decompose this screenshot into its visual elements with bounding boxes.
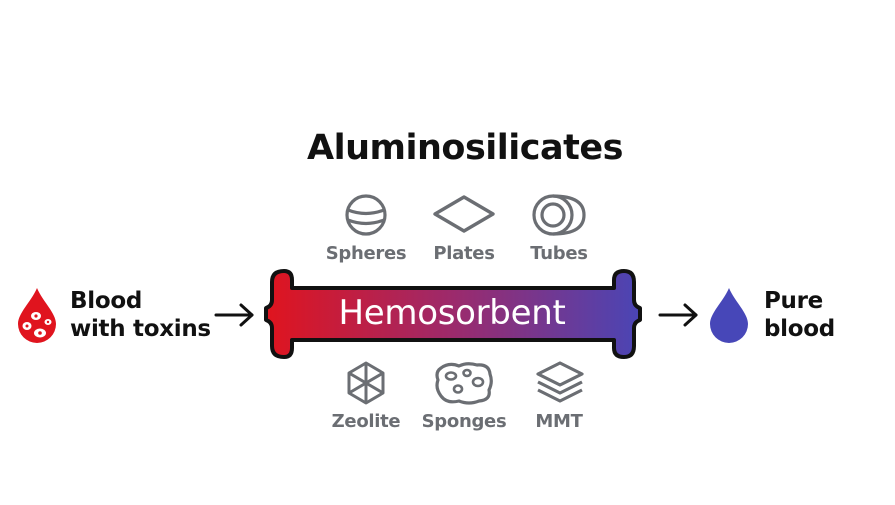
zeolite-icon xyxy=(347,361,385,405)
plate-icon xyxy=(433,195,495,233)
output-label-line2: blood xyxy=(764,316,835,342)
sponge-icon xyxy=(435,362,493,405)
tubes-icon xyxy=(532,194,586,236)
arrow-right-icon xyxy=(658,303,698,327)
blood-drop-icon xyxy=(18,288,56,343)
arrow-right-icon xyxy=(214,303,254,327)
sphere-icon xyxy=(345,194,387,236)
input-label-line1: Blood xyxy=(70,288,142,314)
form-label-tubes: Tubes xyxy=(530,243,588,264)
hemosorbent-label: Hemosorbent xyxy=(338,293,566,333)
form-label-mmt: MMT xyxy=(535,411,583,432)
output-label-line1: Pure xyxy=(764,288,823,314)
form-label-zeolite: Zeolite xyxy=(331,411,401,432)
form-label-plates: Plates xyxy=(433,243,495,264)
layers-icon xyxy=(536,361,584,403)
hemosorbent-column xyxy=(264,269,642,359)
input-label: Blood with toxins xyxy=(70,287,211,343)
output-label: Pure blood xyxy=(764,287,835,343)
form-label-spheres: Spheres xyxy=(325,243,407,264)
diagram-title: Aluminosilicates xyxy=(307,128,623,168)
pure-drop-icon xyxy=(710,288,748,343)
input-label-line2: with toxins xyxy=(70,316,211,342)
form-label-sponges: Sponges xyxy=(421,411,507,432)
